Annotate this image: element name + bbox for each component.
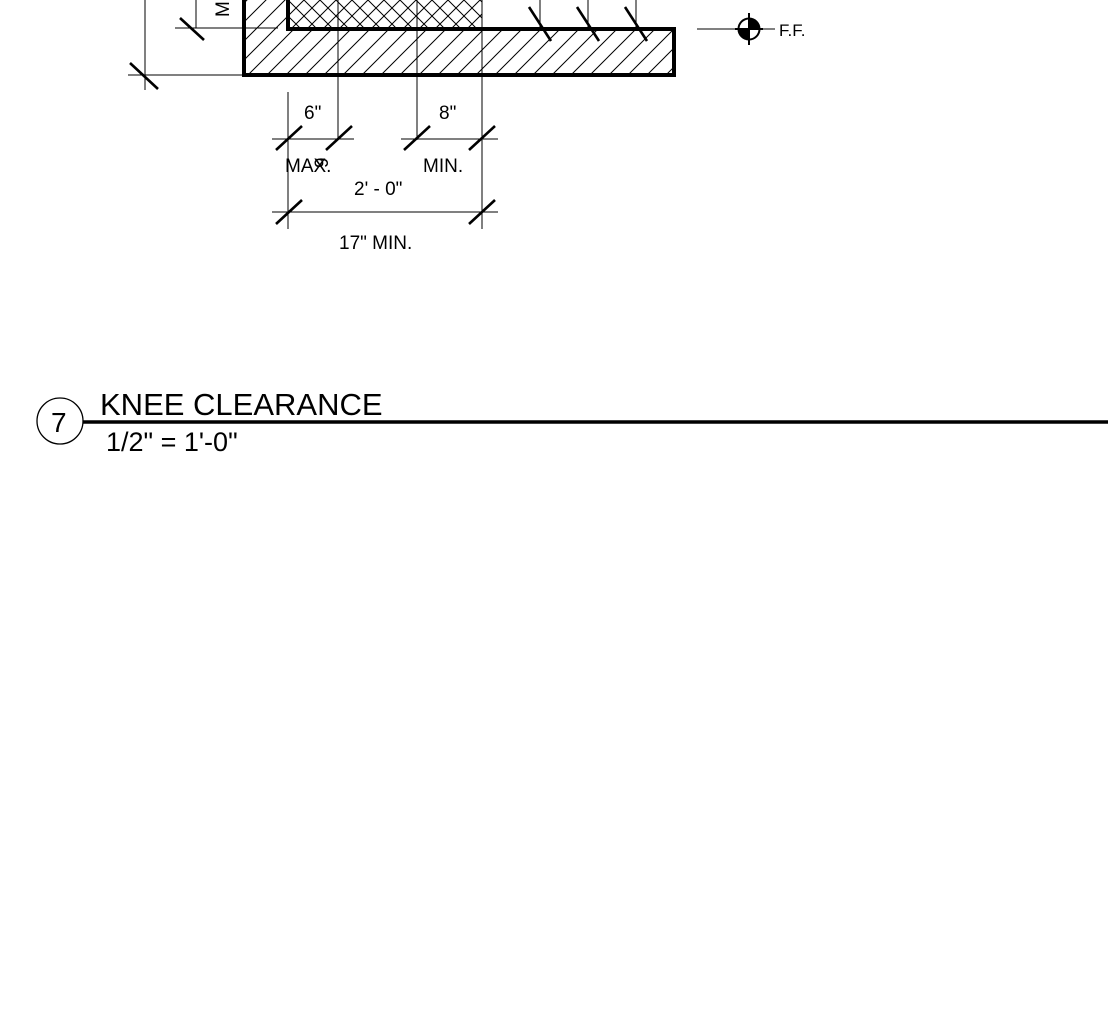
partial-left-label-b: M bbox=[213, 1, 234, 17]
knee-clearance-zone bbox=[290, 0, 482, 27]
detail-title-block: 7 KNEE CLEARANCE 1/2" = 1'-0" bbox=[36, 387, 1108, 457]
dim-6-note: MAX. bbox=[285, 156, 331, 177]
detail-number: 7 bbox=[51, 407, 67, 438]
slab-tick-marks bbox=[527, 6, 649, 42]
dim-2-foot: 2' - 0" bbox=[354, 179, 402, 200]
dimension-6-max: 6" MAX. bbox=[272, 103, 354, 177]
dim-8-note: MIN. bbox=[423, 156, 463, 177]
dimension-8-min: 8" MIN. bbox=[401, 103, 498, 177]
reference-lines bbox=[287, 0, 637, 229]
partial-left-label-a: 9 bbox=[312, 157, 333, 168]
floor-slab bbox=[242, 0, 676, 77]
ff-label: F.F. bbox=[779, 21, 805, 40]
dim-17-min: 17" MIN. bbox=[339, 233, 412, 254]
detail-scale: 1/2" = 1'-0" bbox=[106, 427, 238, 457]
ff-elevation-marker: F.F. bbox=[697, 13, 805, 45]
left-vertical-dimension: 9 M bbox=[128, 0, 333, 168]
dimension-17-min: 2' - 0" 17" MIN. bbox=[272, 179, 498, 254]
detail-title: KNEE CLEARANCE bbox=[100, 387, 383, 422]
dim-8-value: 8" bbox=[439, 103, 456, 124]
dim-6-value: 6" bbox=[304, 103, 321, 124]
